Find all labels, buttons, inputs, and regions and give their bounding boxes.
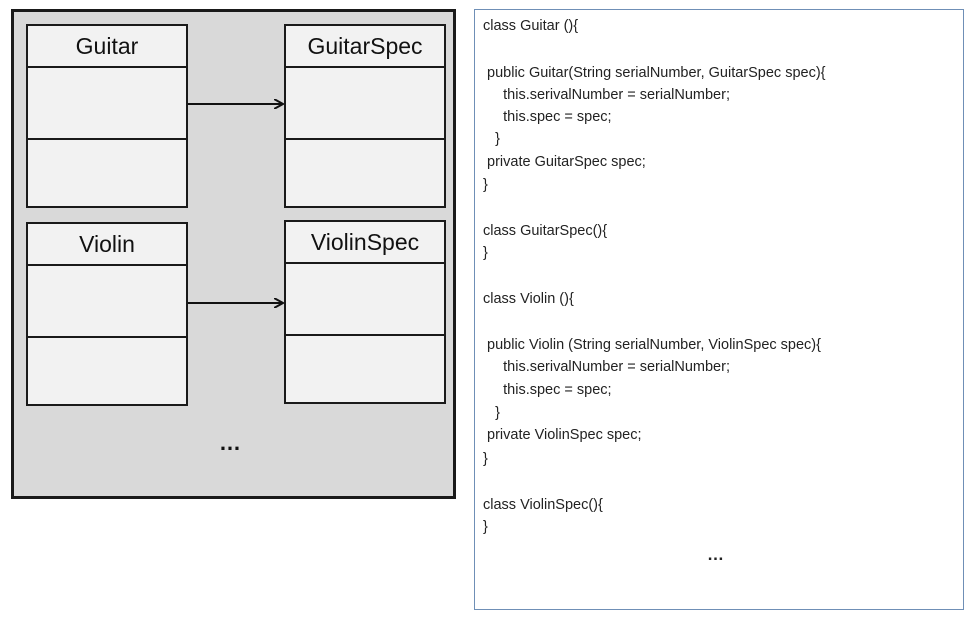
code-line: class Violin (){ <box>483 291 574 307</box>
code-line: class GuitarSpec(){ <box>483 223 608 239</box>
code-line: this.serivalNumber = serialNumber; <box>483 87 730 103</box>
class-box-violin: Violin <box>26 222 188 406</box>
code-line: public Guitar(String serialNumber, Guita… <box>483 65 826 81</box>
class-name-guitar: Guitar <box>28 26 186 68</box>
class-attributes-guitar <box>28 68 186 140</box>
code-line: class Guitar (){ <box>483 18 579 34</box>
code-line: } <box>483 131 500 147</box>
class-box-violinspec: ViolinSpec <box>284 220 446 404</box>
code-line: this.spec = spec; <box>483 109 612 125</box>
code-line: } <box>483 451 488 467</box>
class-box-guitarspec: GuitarSpec <box>284 24 446 208</box>
association-arrows <box>188 12 454 492</box>
code-line: } <box>483 245 488 261</box>
code-line: } <box>483 519 488 535</box>
class-attributes-violinspec <box>286 264 444 336</box>
code-panel: class Guitar (){ public Guitar(String se… <box>474 9 964 610</box>
class-diagram-panel: Guitar GuitarSpec Violin ViolinSpec … <box>11 9 456 499</box>
code-line: } <box>483 177 488 193</box>
code-line: public Violin (String serialNumber, Viol… <box>483 337 821 353</box>
class-attributes-violin <box>28 266 186 338</box>
class-attributes-guitarspec <box>286 68 444 140</box>
code-line: private ViolinSpec spec; <box>483 427 642 443</box>
class-name-violinspec: ViolinSpec <box>286 222 444 264</box>
class-box-guitar: Guitar <box>26 24 188 208</box>
code-ellipsis: … <box>707 545 724 564</box>
class-name-violin: Violin <box>28 224 186 266</box>
class-name-guitarspec: GuitarSpec <box>286 26 444 68</box>
code-line: this.spec = spec; <box>483 382 612 398</box>
diagram-ellipsis: … <box>219 430 242 455</box>
code-line: class ViolinSpec(){ <box>483 497 603 513</box>
code-line: } <box>483 405 500 421</box>
code-line: this.serivalNumber = serialNumber; <box>483 359 730 375</box>
code-line: private GuitarSpec spec; <box>483 154 646 170</box>
